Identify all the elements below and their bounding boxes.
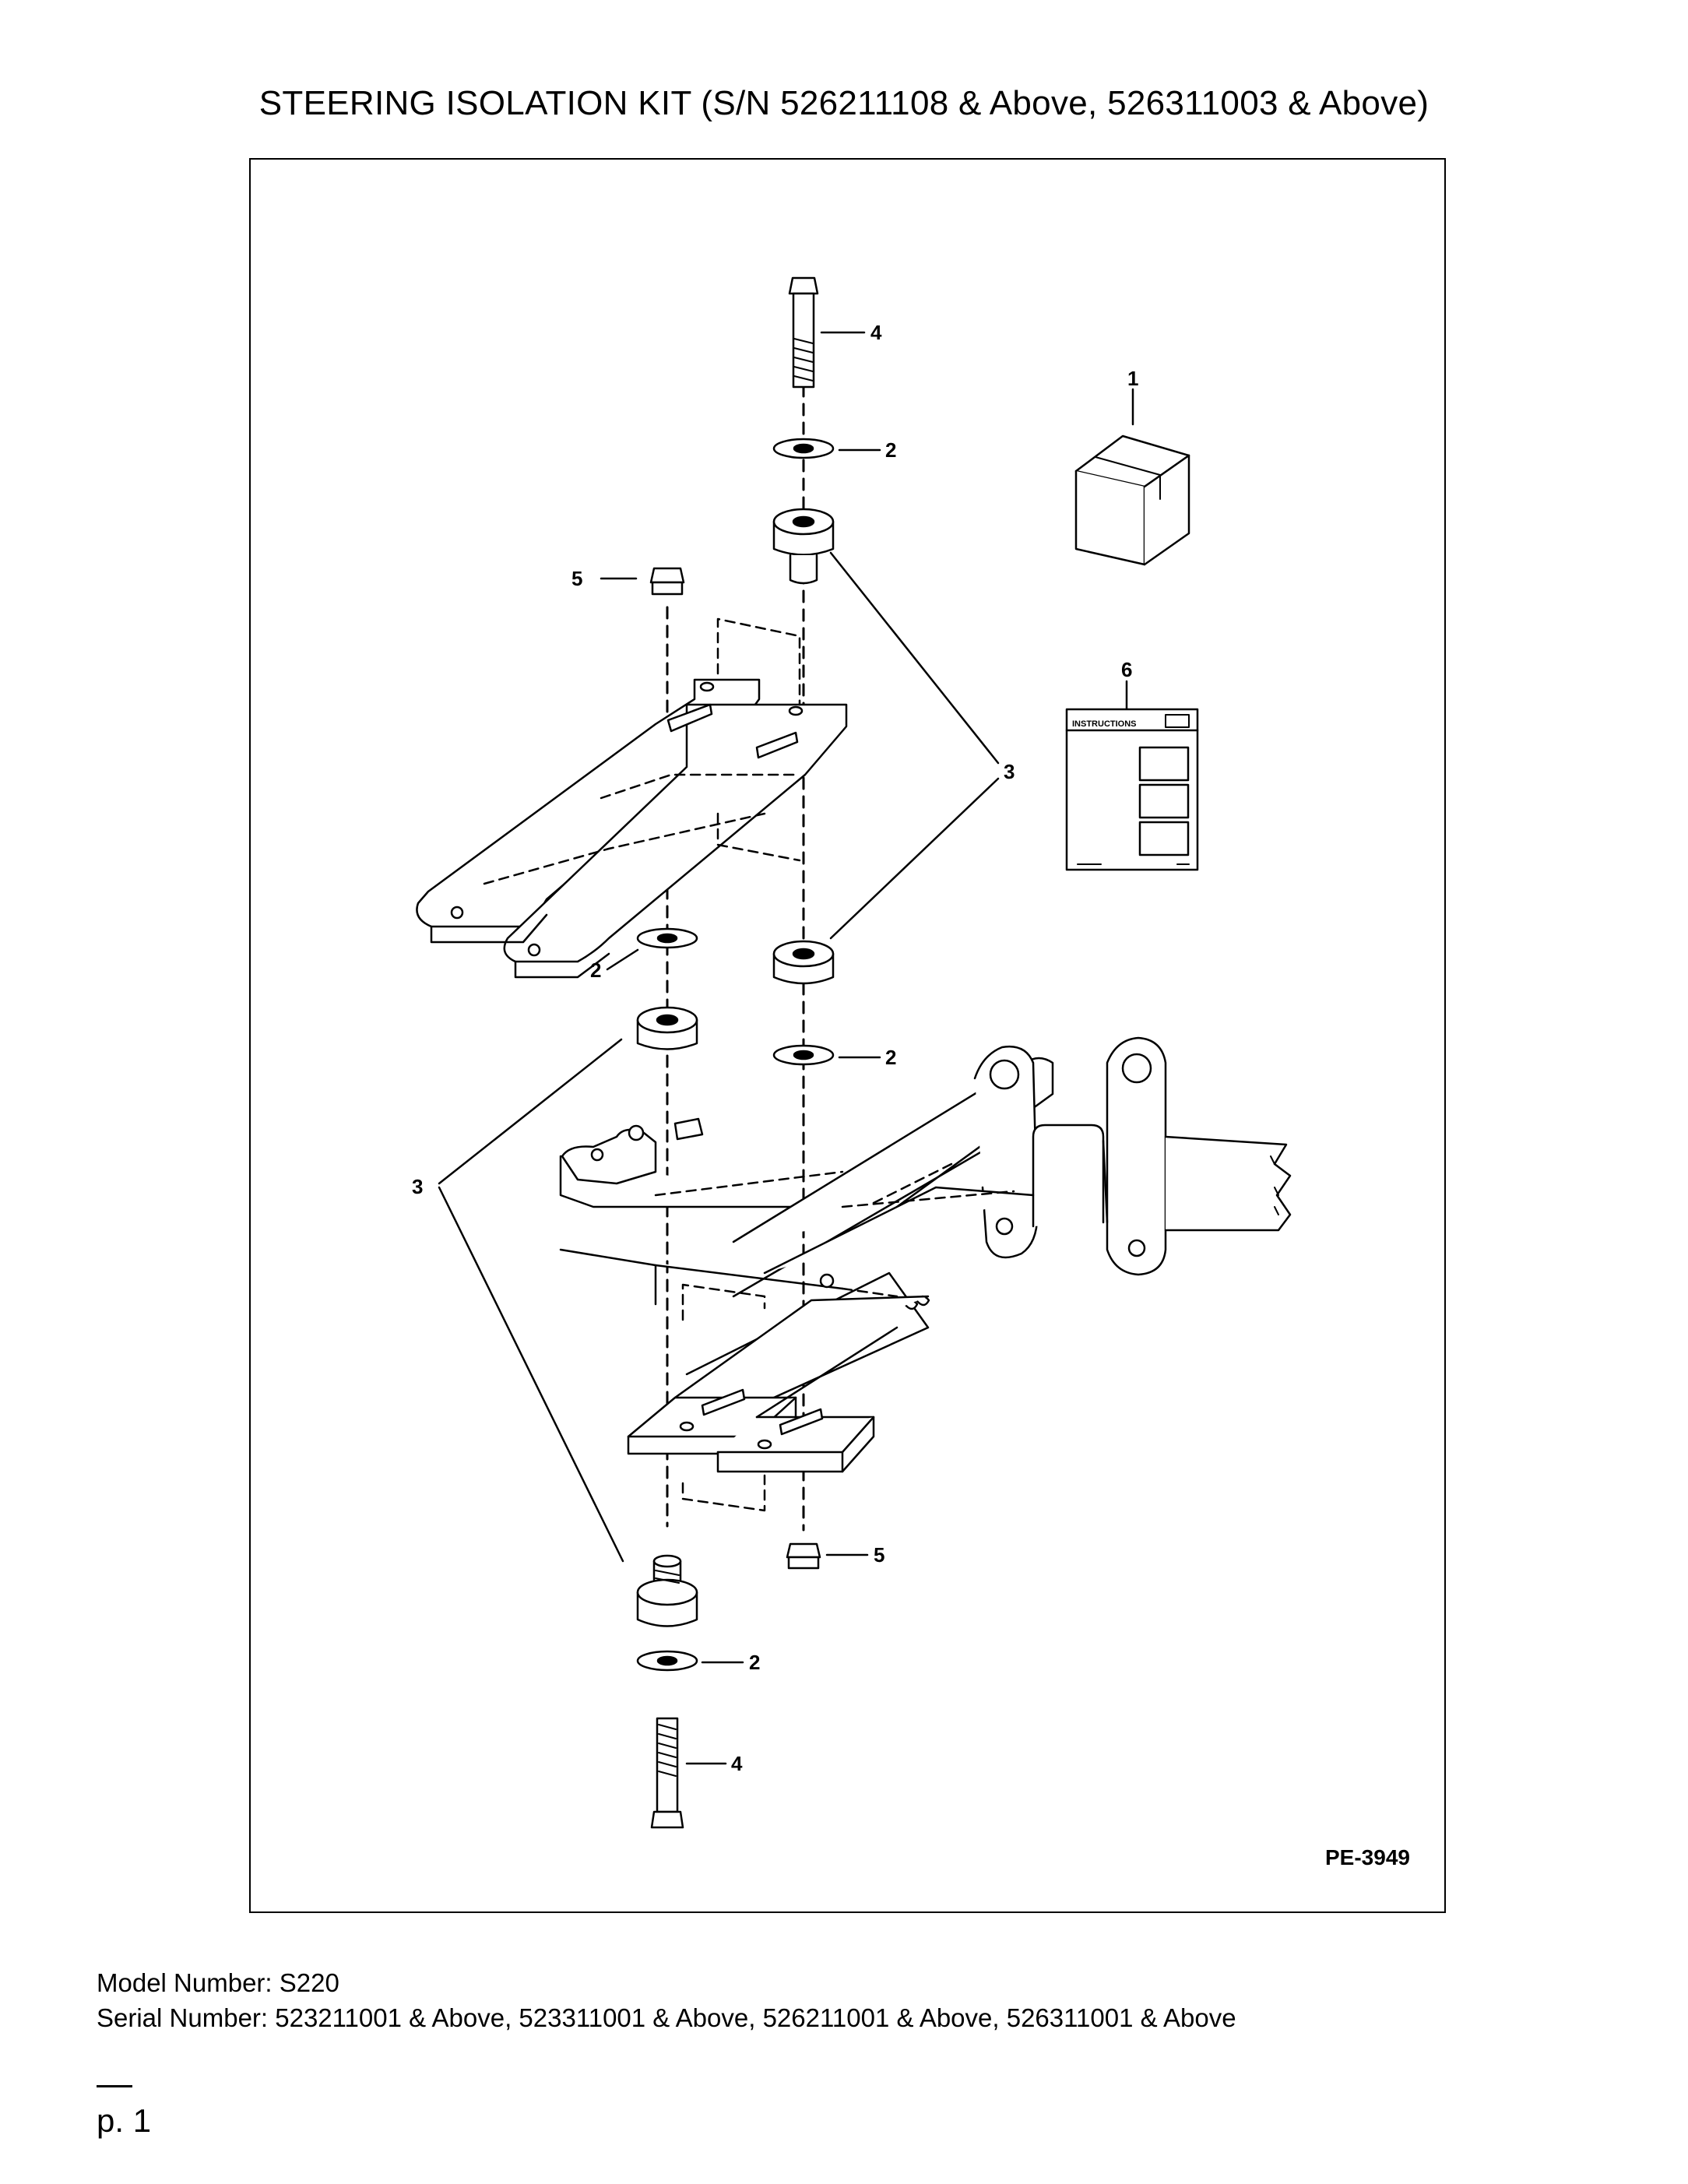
nut-lower — [786, 1542, 821, 1570]
instructions-sheet — [1065, 680, 1199, 871]
isolator-top-1 — [772, 508, 835, 585]
serial-number: Serial Number: 523211001 & Above, 523311… — [97, 2003, 1236, 2032]
exploded-parts-diagram: 4 2 1 5 6 3 2 2 3 5 2 4 INSTRUCTIONS PE-… — [249, 158, 1446, 1913]
callout-5-top: 5 — [571, 567, 582, 590]
model-number: Model Number: S220 — [97, 1968, 339, 1997]
callout-6: 6 — [1121, 658, 1132, 681]
callout-2-mid-left: 2 — [590, 958, 601, 982]
bolt-lower — [650, 1717, 684, 1829]
bolt-top — [788, 276, 819, 389]
isolator-mid-left — [636, 1006, 698, 1050]
page-number: p. 1 — [97, 2102, 152, 2139]
callout-3-left: 3 — [412, 1175, 423, 1198]
callout-3-right: 3 — [1004, 760, 1015, 783]
instructions-label: INSTRUCTIONS — [1072, 719, 1137, 729]
page-title: STEERING ISOLATION KIT (S/N 526211108 & … — [258, 84, 1430, 122]
isolator-mid-right — [772, 940, 835, 985]
nut-top — [649, 567, 685, 596]
callout-4-lower: 4 — [731, 1752, 743, 1775]
callout-1: 1 — [1127, 367, 1138, 390]
figure-code: PE-3949 — [1325, 1845, 1410, 1869]
callout-5-lower: 5 — [874, 1543, 884, 1567]
callout-2-mid-right: 2 — [885, 1046, 896, 1069]
lower-lever-plates — [627, 1295, 930, 1473]
upper-lever-arms — [416, 678, 848, 979]
washer-mid-right — [772, 1044, 835, 1066]
axle-frame-assembly — [559, 1036, 1292, 1446]
kit-box — [1074, 388, 1190, 566]
washer-mid-left — [636, 927, 698, 949]
isolator-lower — [636, 1554, 698, 1627]
callout-2-lower: 2 — [749, 1651, 760, 1674]
washer-lower — [636, 1650, 698, 1672]
washer-top-1 — [772, 438, 835, 459]
callout-2-top: 2 — [885, 438, 896, 462]
callout-4-top: 4 — [870, 321, 882, 344]
page-divider — [97, 2085, 132, 2087]
